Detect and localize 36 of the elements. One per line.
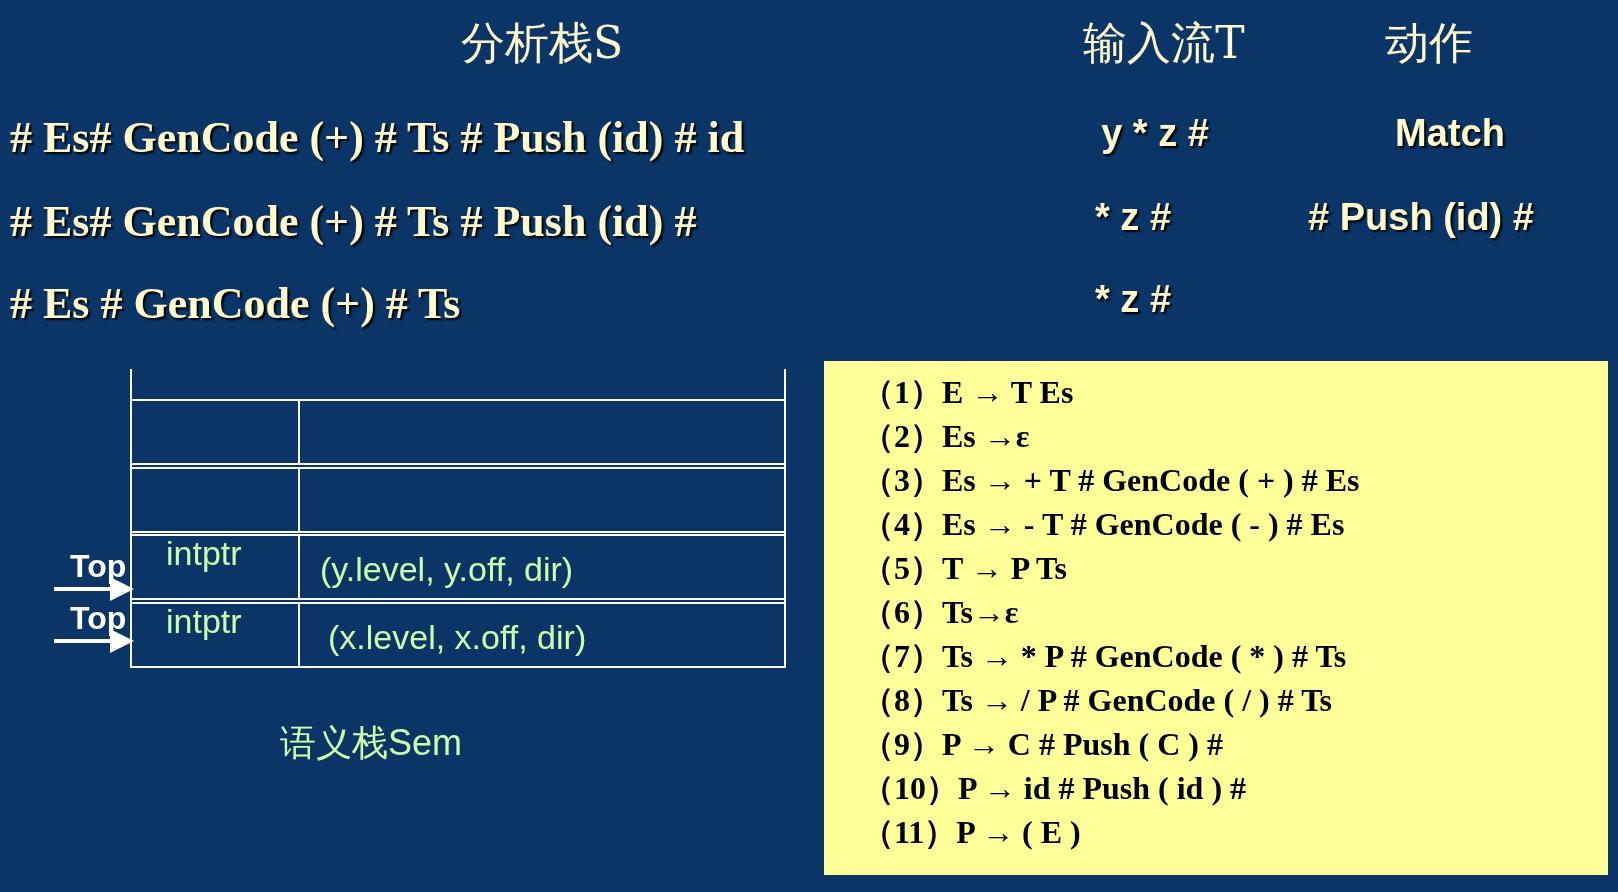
action-text: Match: [1395, 112, 1505, 155]
table-row: [130, 534, 786, 600]
empty-table-row: [130, 467, 786, 533]
grammar-rule: （5）T → P Ts: [862, 549, 1067, 588]
grammar-panel: [824, 361, 1608, 875]
grammar-rule: （1）E → T Es: [862, 373, 1074, 412]
action-text: # Push (id) #: [1308, 196, 1534, 239]
table-caption: 语义栈Sem: [280, 721, 463, 765]
column-heading: 输入流T: [1083, 16, 1245, 70]
pointer-label: Top: [70, 600, 127, 637]
grammar-rule: （11）P → ( E ): [862, 813, 1081, 852]
grammar-rule: （8）Ts → / P # GenCode ( / ) # Ts: [862, 681, 1332, 720]
grammar-rule: （10）P → id # Push ( id ) #: [862, 769, 1247, 808]
operand-info: (x.level, x.off, dir): [328, 618, 587, 657]
pointer-label: Top: [70, 548, 127, 585]
stack-content: # Es# GenCode (+) # Ts # Push (id) # id: [10, 112, 745, 163]
column-heading: 分析栈S: [460, 16, 624, 70]
grammar-rule: （6）Ts→ε: [862, 593, 1019, 632]
empty-table-row: [130, 399, 786, 465]
operand-info: (y.level, y.off, dir): [320, 550, 574, 589]
table-row: [130, 602, 786, 668]
stack-content: # Es# GenCode (+) # Ts # Push (id) #: [10, 196, 697, 247]
input-string: y * z #: [1101, 112, 1209, 155]
grammar-rule: （3）Es → + T # GenCode ( + ) # Es: [862, 461, 1360, 500]
input-string: * z #: [1095, 196, 1171, 239]
pointer-type: intptr: [166, 534, 242, 573]
stack-content: # Es # GenCode (+) # Ts: [10, 278, 461, 329]
grammar-rule: （9）P → C # Push ( C ) #: [862, 725, 1223, 764]
grammar-rule: （7）Ts → * P # GenCode ( * ) # Ts: [862, 637, 1347, 676]
arrow: [54, 629, 134, 653]
grammar-rule: （4）Es → - T # GenCode ( - ) # Es: [862, 505, 1345, 544]
arrow: [54, 577, 134, 601]
grammar-rule: （2）Es →ε: [862, 417, 1030, 456]
input-string: * z #: [1095, 278, 1171, 321]
pointer-type: intptr: [166, 602, 242, 641]
column-heading: 动作: [1385, 16, 1473, 70]
